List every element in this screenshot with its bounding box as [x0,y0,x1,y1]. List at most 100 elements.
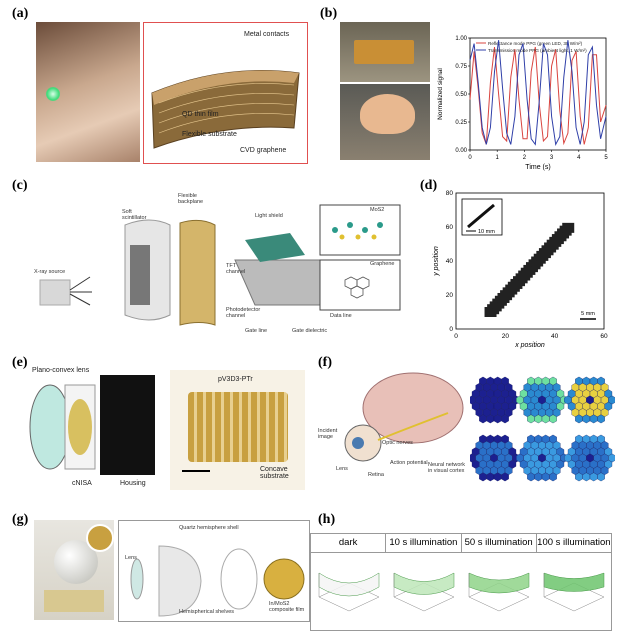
brain-eye-diagram [344,372,464,462]
x-tick-label-2: 2 [523,155,527,161]
x-tick-label-3: 3 [550,155,554,161]
x-tick-label-5: 5 [604,155,608,161]
panel-label-d: (d) [420,178,438,193]
hex-cell [549,472,557,482]
callout-concave-substrate: Concave substrate [260,466,289,480]
pixel-array [188,392,288,462]
hex-heatmaps [470,376,615,482]
callout-photodetector: Photodetector channel [226,307,261,319]
finger [360,94,415,134]
hex-cell [597,472,605,482]
panel-label-c: (c) [12,178,28,193]
wrist-photo [36,22,140,162]
y-tick-label-2: 40 [446,258,454,265]
callout-neural-network: Neural network in visual cortex [428,462,465,474]
inset-frame [461,198,503,236]
callout-flexible-substrate: Flexible substrate [182,131,237,138]
h-col-100s: 100 s illumination [537,537,611,548]
y-tick-label-0: 0 [449,326,453,333]
hex-cell [549,414,557,424]
h-col-50s: 50 s illumination [462,534,537,552]
surface-mesh [318,572,380,597]
callout-optic-nerves: Optic nerves [382,440,413,446]
hex-cell [501,472,509,482]
h-col-10s: 10 s illumination [386,534,462,552]
camera-exploded-diagram [29,375,155,475]
y-tick-label-0: 0.00 [455,148,467,154]
x-tick-label-0: 0 [468,155,472,161]
callout-retina: Retina [368,472,384,478]
callout-lens-f: Lens [336,466,348,472]
panel-label-a: (a) [12,6,29,21]
hex-cell [597,414,605,424]
callout-cnisa: cNISA [72,480,92,487]
x-tick-label-4: 4 [577,155,581,161]
inset-scale-label: 10 mm [478,229,495,235]
callout-scintillator: Soft scintillator [122,209,147,221]
surface-mesh [543,572,605,592]
sensor-photo-top [340,22,430,82]
x-tick-label-0: 0 [454,333,458,340]
callout-lens-g: Lens [125,555,137,561]
callout-action-potential: Action potential [390,460,428,466]
panel-label-b: (b) [320,6,338,21]
callout-gate-line: Gate line [245,328,268,334]
h-surface-plots [318,572,605,612]
x-axis-label: x position [514,342,545,349]
scale-bar-e [182,470,210,472]
hex-cell [501,414,509,424]
cnisa-photo: pV3D3-PTr Concave substrate [170,370,305,490]
panel-label-h: (h) [318,512,336,527]
callout-incident-image: Incident image [318,428,338,440]
callout-gate-dielectric: Gate dielectric [292,328,328,334]
callout-quartz-shell: Quartz hemisphere shell [179,525,239,531]
xray-imager-diagram [39,204,401,326]
y-axis-label: Normalized signal [437,68,444,120]
graphene-sheet-diagram [151,70,300,149]
x-axis-label: Time (s) [525,164,550,171]
callout-tft-channel: TFT channel [226,263,246,275]
callout-light-shield: Light shield [255,213,283,219]
finger-photo [340,84,430,160]
panel-a-schematic: Metal contacts QD thin film Flexible sub… [143,22,308,164]
panel-f-diagram: Optic nerves Incident image Lens Retina … [318,368,468,488]
ppg-chart: Reflectance mode PPG (green LED, 30 W/m²… [437,36,608,171]
callout-data-line: Data line [330,313,352,319]
y-tick-label-1: 20 [446,292,454,299]
base [44,590,104,612]
callout-pv3d3: pV3D3-PTr [218,376,253,383]
y-tick-label-4: 80 [446,190,454,197]
y-tick-label-2: 0.50 [455,92,467,98]
panel-g-diagram: Quartz hemisphere shell Lens Hemispheric… [118,520,310,622]
h-header-row: dark 10 s illumination 50 s illumination… [311,534,611,553]
panel-label-e: (e) [12,355,28,370]
callout-graphene: Graphene [370,261,395,267]
callout-hemispherical-shelves: Hemispherical shelves [179,609,235,615]
sensor-glow [46,87,60,101]
y-tick-label-1: 0.25 [455,120,467,126]
panel-label-f: (f) [318,355,332,370]
panel-e-diagram: Plano-convex lens cNISA Housing [20,365,165,495]
callout-qd-film: QD thin film [182,111,219,118]
series-line-1 [469,40,607,146]
y-axis-label: y position [433,246,440,277]
surface-mesh [393,572,455,595]
callout-composite-film: In/MoS2 composite film [269,601,305,613]
callout-mos2: MoS2 [370,207,385,213]
callout-plano-convex-lens: Plano-convex lens [32,367,90,374]
legend-label-1: Transmission mode PPG (ambient light, 1 … [488,48,587,53]
panel-h-table: dark 10 s illumination 50 s illumination… [310,533,612,631]
x-tick-label-1: 20 [502,333,510,340]
y-tick-label-3: 0.75 [455,64,467,70]
panel-c-diagram: X-ray source Soft scintillator Flexible … [30,185,410,340]
inset-object [467,203,495,229]
x-tick-label-2: 40 [551,333,559,340]
inset-circle [86,524,114,552]
surface-mesh [468,572,530,594]
panel-label-g: (g) [12,512,29,527]
y-tick-label-3: 60 [446,224,454,231]
callout-housing: Housing [120,480,146,487]
y-tick-label-4: 1.00 [455,36,467,42]
callout-xray-source: X-ray source [34,269,66,275]
